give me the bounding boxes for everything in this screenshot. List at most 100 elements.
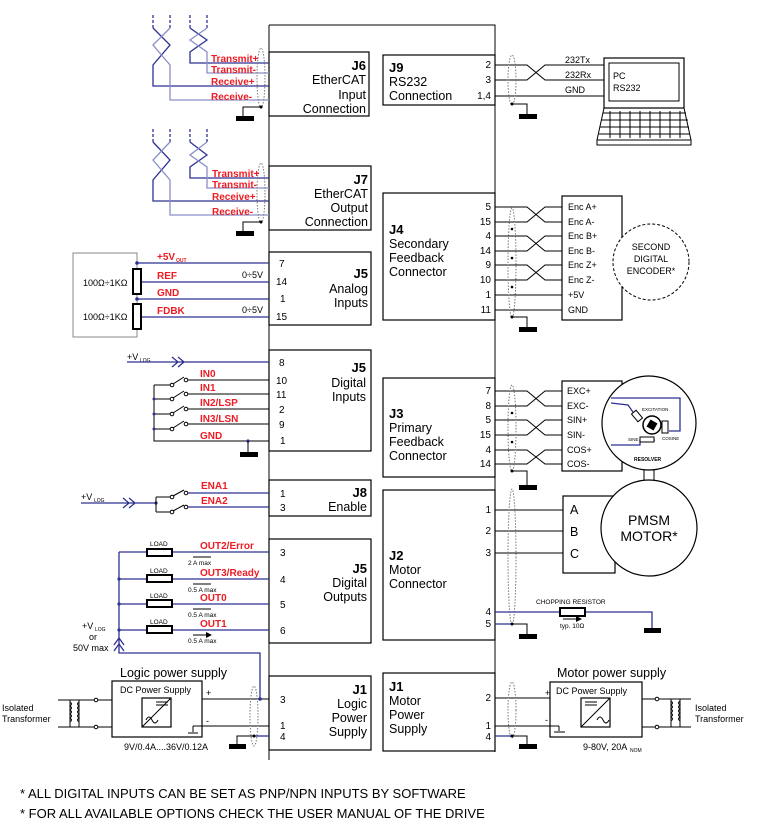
connector-title: RS232	[389, 75, 427, 89]
load-label: LOAD	[150, 541, 168, 548]
encoder-icon	[612, 223, 690, 301]
encoder-label: SECOND	[632, 242, 671, 252]
pin-number: 1	[280, 721, 286, 732]
chopping-resistor-value: typ. 10Ω	[560, 623, 585, 630]
rs232-wiring: 232Tx 232Rx GND PC RS232	[495, 54, 692, 146]
supply-box-label: DC Power Supply	[120, 685, 192, 695]
connector-j2: J2 Motor Connector 1 2 3 4 5	[382, 489, 496, 641]
signal-label: SIN-	[567, 430, 585, 440]
motor-label: PMSM	[628, 512, 670, 528]
pin-number: 5	[485, 415, 491, 426]
supply-rating: 9-80V, 20A	[583, 742, 627, 752]
ground-icon	[644, 628, 661, 633]
supply-title: Motor power supply	[557, 666, 667, 680]
ground-icon	[236, 231, 254, 236]
pin-number: 7	[485, 386, 491, 397]
transformer-label: Transformer	[695, 714, 744, 724]
supply-title: Logic power supply	[120, 666, 228, 680]
signal-label: +5V	[568, 290, 584, 300]
transformer-label: Isolated	[695, 703, 727, 713]
pin-number: 1	[485, 505, 491, 516]
encoder-label: DIGITAL	[634, 254, 668, 264]
supply-label: 50V max	[73, 643, 109, 653]
signal-label: Receive-	[211, 92, 252, 103]
signal-label: COS+	[567, 445, 592, 455]
analog-inputs-wiring: 100Ω÷1KΩ 100Ω÷1KΩ +5V OUT REF GND FDBK 0…	[72, 252, 269, 338]
connector-title: Input	[338, 88, 366, 102]
supply-label-subscript: LOG	[140, 358, 151, 364]
pin-number: 1	[280, 489, 286, 500]
resolver-icon: EXCITATION COSINE SINE RESOLVER	[601, 375, 697, 471]
encoder-wiring: Enc A+ Enc A- Enc B+ Enc B- Enc Z+ Enc Z…	[495, 195, 690, 332]
supply-label: or	[89, 632, 97, 642]
pin-number: 2	[485, 693, 491, 704]
supply-label-subscript: LOG	[94, 498, 105, 504]
signal-label: +5V	[157, 252, 175, 263]
transformer-label: Isolated	[2, 703, 34, 713]
chopping-resistor-label: CHOPPING RESISTOR	[536, 599, 606, 606]
pin-number: 4	[280, 732, 286, 743]
dc-converter-icon	[141, 697, 172, 728]
pin-number: 10	[276, 376, 288, 387]
pin-number: 10	[480, 275, 492, 286]
potentiometer-value: 100Ω÷1KΩ	[83, 312, 128, 322]
supply-label-subscript: LOG	[95, 627, 106, 633]
pin-number: 1	[280, 436, 286, 447]
signal-label: IN0	[200, 369, 216, 380]
connector-title: Power	[332, 711, 367, 725]
connector-title: Inputs	[334, 296, 368, 310]
pin-number: 2	[279, 405, 285, 416]
resolver-label: RESOLVER	[634, 457, 662, 463]
connector-title: Connection	[305, 215, 368, 229]
connector-title: Power	[389, 708, 424, 722]
connector-title: Supply	[329, 725, 368, 739]
pin-number: 3	[280, 695, 286, 706]
ethercat-output-cable: Transmit+ Transmit- Receive+ Receive-	[152, 129, 269, 236]
connector-j8: J8 Enable 1 3	[268, 479, 372, 517]
connector-j1-logic: J1 Logic Power Supply 3 1 4	[268, 675, 372, 751]
pin-number: 3	[280, 548, 286, 559]
ground-icon	[519, 634, 537, 639]
pin-number: 5	[280, 600, 286, 611]
current-label: 0.5 A max	[188, 612, 217, 619]
transformer-icon	[58, 697, 112, 730]
pc-label: RS232	[613, 83, 641, 93]
signal-label: GND	[565, 85, 586, 95]
signal-label: GND	[200, 431, 222, 442]
pin-number: 2	[485, 526, 491, 537]
coil-label: EXCITATION	[642, 407, 668, 412]
footnote: * ALL DIGITAL INPUTS CAN BE SET AS PNP/N…	[20, 786, 466, 801]
signal-label: 232Tx	[565, 55, 591, 65]
connector-id: J6	[352, 58, 366, 73]
motor-power-supply: Motor power supply DC Power Supply + - 9…	[495, 666, 744, 754]
signal-label: Enc B+	[568, 231, 597, 241]
motor-wiring: A B C PMSM MOTOR* CHOPPING RESISTOR typ.…	[495, 479, 698, 639]
connector-j5-analog: J5 Analog Inputs 7 14 1 15	[268, 251, 372, 326]
current-label: 0.5 A max	[188, 587, 217, 594]
connector-j9: J9 RS232 Connection 2 3 1,4	[382, 54, 496, 106]
pin-number: 1,4	[477, 91, 491, 102]
digital-outputs-wiring: LOAD LOAD LOAD LOAD OUT2/Error OUT3/Read…	[73, 541, 269, 698]
connector-id: J2	[389, 548, 403, 563]
pin-number: 8	[279, 358, 285, 369]
pin-number: 15	[276, 312, 288, 323]
load-icon	[146, 599, 173, 608]
signal-label: IN3/LSN	[200, 414, 238, 425]
range-label: 0÷5V	[242, 305, 263, 315]
load-icon	[146, 548, 173, 557]
connector-title: Connector	[389, 577, 447, 591]
connector-title: Secondary	[389, 237, 450, 251]
pin-number: 4	[485, 231, 491, 242]
polarity-label: -	[206, 716, 209, 726]
signal-label: Transmit-	[212, 180, 257, 191]
signal-label: Receive+	[212, 192, 256, 203]
connector-j5-digital-outputs: J5 Digital Outputs 3 4 5 6	[268, 538, 372, 644]
connector-id: J4	[389, 222, 404, 237]
connector-j3: J3 Primary Feedback Connector 7 8 5 15 4…	[382, 377, 496, 478]
connector-title: Enable	[328, 500, 367, 514]
coil-label: SINE	[628, 437, 639, 442]
pin-number: 4	[485, 445, 491, 456]
transformer-label: Transformer	[2, 714, 51, 724]
encoder-label: ENCODER*	[627, 266, 676, 276]
pin-number: 15	[480, 217, 492, 228]
